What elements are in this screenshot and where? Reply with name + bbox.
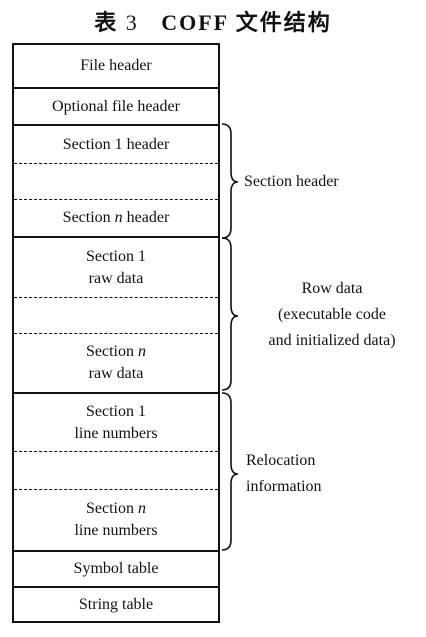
text-part-italic: n — [114, 209, 123, 226]
section1-raw-line2: raw data — [88, 269, 144, 287]
title-prefix: 表 — [94, 10, 119, 35]
sectionn-raw-block: Section n raw data — [14, 334, 218, 394]
relocation-label: Relocation information — [246, 448, 322, 500]
sectionn-raw-line2: raw data — [88, 365, 144, 382]
sectionn-line-line2: line numbers — [74, 522, 158, 539]
coff-structure-stack: File header Optional file header Section… — [12, 43, 220, 623]
optional-header-block: Optional file header — [14, 89, 218, 126]
sectionn-line-line1: Section n — [86, 498, 146, 520]
row-data-line2: (executable code — [278, 306, 386, 323]
section1-line-line2: line numbers — [74, 424, 158, 442]
file-header-block: File header — [14, 45, 218, 89]
text-part: header — [122, 209, 170, 226]
raw-data-gap — [14, 298, 218, 334]
section-header-label-right: Section header — [244, 169, 339, 195]
title-number: 3 — [125, 10, 139, 35]
section1-line-block: Section 1 line numbers — [14, 394, 218, 452]
row-data-label: Row data (executable code and initialize… — [242, 276, 422, 354]
figure-title: 表 3 COFF 文件结构 — [0, 5, 426, 37]
text-part: Section — [62, 209, 115, 226]
sectionn-header-label: Section n header — [63, 207, 170, 229]
sectionn-raw-line1: Section n — [86, 341, 146, 363]
optional-header-label: Optional file header — [52, 97, 180, 115]
raw-data-brace — [221, 237, 239, 391]
row-data-line1: Row data — [301, 280, 363, 297]
text-part: Section — [86, 343, 138, 360]
relocation-brace — [221, 392, 239, 551]
string-table-label: String table — [78, 595, 154, 613]
sectionn-header-block: Section n header — [14, 200, 218, 238]
symbol-table-label: Symbol table — [73, 560, 159, 577]
line-numbers-gap — [14, 452, 218, 490]
relocation-line2: information — [246, 478, 322, 495]
section1-line-line1: Section 1 — [86, 402, 146, 420]
section1-raw-line1: Section 1 — [86, 247, 146, 265]
symbol-table-block: Symbol table — [14, 552, 218, 588]
section1-header-label: Section 1 header — [62, 135, 170, 153]
string-table-block: String table — [14, 588, 218, 621]
text-part: Section — [86, 500, 138, 517]
title-text: COFF 文件结构 — [161, 10, 332, 35]
section-header-brace — [221, 123, 239, 239]
section-header-gap — [14, 164, 218, 200]
text-part-italic: n — [138, 343, 146, 360]
file-header-label: File header — [80, 57, 152, 74]
relocation-line1: Relocation — [246, 452, 316, 469]
text-part-italic: n — [138, 500, 146, 517]
sectionn-line-block: Section n line numbers — [14, 490, 218, 552]
section1-raw-block: Section 1 raw data — [14, 238, 218, 298]
section-header-text: Section header — [244, 173, 339, 190]
section1-header-block: Section 1 header — [14, 126, 218, 164]
row-data-line3: and initialized data) — [268, 332, 396, 349]
